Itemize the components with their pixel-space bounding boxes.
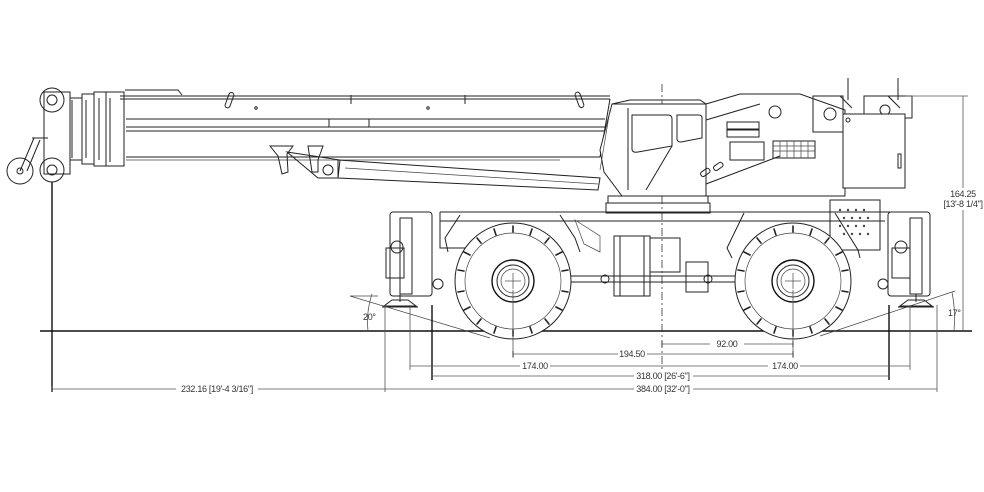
dimension-arrows	[51, 341, 794, 392]
rear-outrigger	[877, 211, 934, 308]
dim-174-front-label: 174.00	[522, 361, 548, 371]
upperstructure	[700, 93, 846, 197]
dim-384: 384.00 [32'-0"]	[385, 384, 937, 394]
boom	[120, 89, 611, 191]
dim-318: 318.00 [26'-6"]	[432, 371, 889, 381]
nonskid-dots	[838, 208, 870, 236]
dim-92: 92.00	[662, 339, 793, 349]
operator-cab	[599, 99, 708, 197]
height-imperial-label: [13'-8 1/4"]	[943, 199, 982, 209]
hoist-winches	[812, 78, 913, 189]
dim-384-label: 384.00 [32'-0"]	[636, 384, 689, 394]
approach-angle-label: 20°	[363, 312, 376, 322]
dim-height: 164.25 [13'-8 1/4"]	[943, 188, 984, 210]
height-value-label: 164.25	[950, 189, 976, 199]
dim-174-rear-label: 174.00	[772, 361, 798, 371]
dim-194-label: 194.50	[619, 349, 645, 359]
dim-232-label: 232.16 [19'-4 3/16"]	[181, 384, 253, 394]
approach-angle: 20°	[349, 293, 491, 339]
dim-92-label: 92.00	[716, 339, 737, 349]
carrier-frame	[439, 199, 890, 297]
dim-174: 174.00 174.00	[410, 361, 910, 371]
rear-tire-tread	[737, 225, 849, 337]
dim-318-label: 318.00 [26'-6"]	[636, 371, 689, 381]
boom-head	[6, 87, 125, 392]
dim-232: 232.16 [19'-4 3/16"]	[52, 384, 385, 394]
dim-194-50: 194.50	[513, 349, 793, 359]
front-outrigger	[382, 211, 444, 308]
turntable	[605, 195, 711, 214]
departure-angle: 17°	[819, 290, 962, 337]
departure-angle-label: 17°	[948, 308, 961, 318]
radiator-grille	[773, 141, 815, 158]
